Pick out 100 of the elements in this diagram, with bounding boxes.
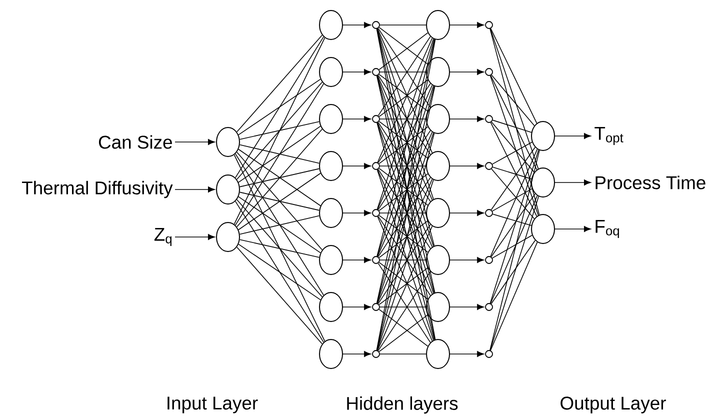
neuron-circle	[531, 168, 555, 198]
connection-line	[238, 126, 321, 183]
output-label: T$_{opt}$	[594, 127, 624, 145]
connection-line	[234, 37, 326, 225]
connection-line	[491, 74, 535, 126]
junction-circle	[485, 21, 493, 29]
output-label: F$_{oq}$	[596, 220, 619, 238]
arrow	[554, 133, 591, 139]
connection-line	[235, 36, 324, 178]
connection-line	[378, 267, 428, 306]
connection-line	[378, 26, 428, 65]
connection-line	[490, 193, 536, 258]
connection-line	[236, 82, 323, 180]
layer-label: Hidden layers	[347, 396, 458, 414]
junction-circle	[372, 21, 380, 29]
connection-line	[378, 74, 431, 155]
neuron-circle	[319, 292, 343, 322]
connection-line	[380, 118, 426, 120]
connection-line	[234, 154, 326, 342]
connection-line	[490, 240, 536, 304]
connection-line	[378, 126, 428, 164]
layer-label: Output Layer	[560, 396, 666, 414]
neuron-circle	[426, 10, 450, 40]
neuron-circle	[319, 104, 343, 134]
connection-line	[239, 192, 320, 211]
arrow	[174, 186, 215, 192]
connection-line	[380, 306, 426, 308]
junction-circle	[372, 350, 380, 358]
arrow	[342, 210, 371, 216]
neuron-circle	[319, 57, 343, 87]
connection-line	[239, 144, 320, 164]
connection-line	[378, 36, 431, 116]
connection-line	[490, 28, 540, 216]
connection-line	[490, 146, 536, 210]
junction-circle	[372, 209, 380, 217]
neuron-circle	[216, 222, 240, 252]
connection-line	[378, 214, 428, 253]
arrow	[342, 116, 371, 122]
connection-line	[380, 24, 426, 26]
connection-line	[492, 214, 532, 226]
arrow	[342, 304, 371, 310]
arrow	[450, 22, 484, 28]
connection-line	[236, 199, 323, 298]
neuron-circle	[426, 104, 450, 134]
connection-line	[378, 79, 428, 118]
arrow	[450, 163, 484, 169]
neuron-circle	[426, 57, 450, 87]
connection-line	[378, 262, 428, 300]
arrow	[174, 234, 215, 240]
connection-line	[378, 262, 431, 343]
connection-line	[378, 308, 428, 347]
connection-line	[236, 152, 323, 250]
connection-line	[492, 166, 532, 180]
connection-line	[378, 224, 431, 304]
connection-line	[378, 271, 431, 352]
output-label: Process Time	[596, 176, 706, 190]
connection-line	[235, 153, 324, 296]
junction-circle	[485, 303, 493, 311]
neuron-circle	[426, 151, 450, 181]
arrow	[450, 304, 484, 310]
connection-line	[235, 83, 324, 226]
arrow	[450, 69, 484, 75]
junction-circle	[372, 162, 380, 170]
neuron-circle	[319, 198, 343, 228]
neuron-circle	[426, 245, 450, 275]
connection-line	[378, 220, 428, 258]
connection-line	[490, 28, 538, 124]
junction-circle	[485, 350, 493, 358]
connection-line	[490, 75, 538, 170]
junction-circle	[485, 162, 493, 170]
connection-line	[235, 200, 324, 343]
connection-line	[378, 74, 428, 112]
neuron-circle	[426, 198, 450, 228]
input-label: Z$_{q}$	[154, 228, 172, 246]
connection-line	[238, 78, 321, 136]
connection-line	[239, 121, 320, 140]
neuron-circle	[531, 214, 555, 244]
connection-line	[490, 122, 538, 217]
connection-line	[236, 34, 323, 132]
junction-circle	[485, 209, 493, 217]
neuron-circle	[426, 292, 450, 322]
junction-circle	[485, 256, 493, 264]
connection-line	[239, 239, 320, 258]
connection-line	[378, 32, 428, 70]
neuron-circle	[216, 174, 240, 204]
connection-line	[239, 215, 320, 235]
arrow	[342, 351, 371, 357]
neuron-circle	[319, 339, 343, 369]
connection-line	[490, 150, 540, 351]
junction-circle	[372, 68, 380, 76]
connection-line	[378, 314, 428, 352]
arrow	[450, 210, 484, 216]
neuron-circle	[319, 10, 343, 40]
input-label: Can Size	[98, 135, 172, 149]
connection-line	[490, 195, 538, 304]
neuron-circle	[216, 127, 240, 157]
arrow	[450, 257, 484, 263]
junction-circle	[372, 115, 380, 123]
input-label: Thermal Diffusivity	[22, 180, 173, 198]
connection-line	[490, 75, 539, 216]
